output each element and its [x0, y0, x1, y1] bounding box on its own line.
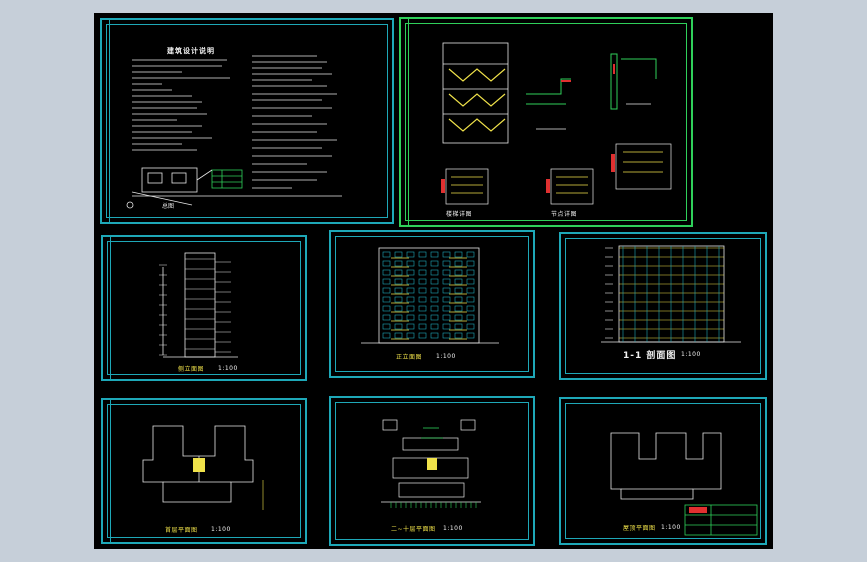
sheet-ground-plan[interactable]: 首层平面图 1:100	[101, 398, 307, 544]
title-strip	[102, 20, 110, 222]
sheet-front-elevation[interactable]: 正立面图 1:100	[329, 230, 535, 378]
sheet-inner-frame	[107, 404, 301, 538]
roof-plan-caption: 屋顶平面图	[623, 525, 656, 532]
sheet-inner-frame	[107, 241, 301, 375]
front-elevation-caption: 正立面图	[396, 354, 423, 361]
notes-linework: 总图	[126, 55, 342, 210]
sheet-side-elevation[interactable]: 侧立面图 1:100	[101, 235, 307, 381]
svg-text:总图: 总图	[162, 202, 174, 210]
sheet-roof-plan[interactable]: 屋顶平面图 1:100	[559, 397, 767, 545]
sheet-inner-frame	[565, 238, 761, 374]
title-strip	[401, 19, 409, 225]
detail-linework	[441, 42, 672, 205]
typical-plan-linework	[381, 419, 481, 508]
title-strip	[103, 237, 111, 379]
detail-label-b: 节点详图	[551, 211, 578, 218]
roof-plan-scale: 1:100	[661, 524, 681, 531]
sheet-inner-frame	[335, 402, 529, 540]
sheet-inner-frame	[405, 23, 687, 221]
sheet-inner-frame	[335, 236, 529, 372]
sheet-stair-details[interactable]: 楼梯详图 节点详图	[399, 17, 693, 227]
sheet-typical-plan[interactable]: 二~十层平面图 1:100	[329, 396, 535, 546]
detail-label-a: 楼梯详图	[446, 211, 473, 218]
side-elevation-linework	[159, 252, 238, 358]
sheet-section[interactable]: 1-1 剖面图 1:100	[559, 232, 767, 380]
title-strip	[103, 400, 111, 542]
side-elevation-scale: 1:100	[218, 365, 238, 372]
sheet-inner-frame	[565, 403, 761, 539]
typical-plan-caption: 二~十层平面图	[391, 526, 436, 533]
roof-plan-linework	[610, 432, 758, 536]
ground-plan-scale: 1:100	[211, 526, 231, 533]
typical-plan-scale: 1:100	[443, 525, 463, 532]
drawing-canvas[interactable]: 建筑设计说明	[94, 13, 773, 549]
front-elevation-linework	[361, 247, 499, 344]
sheet-inner-frame	[106, 24, 388, 218]
section-caption: 1-1 剖面图	[623, 351, 677, 361]
ground-plan-caption: 首层平面图	[165, 527, 198, 534]
notes-title: 建筑设计说明	[167, 47, 215, 55]
ground-plan-linework	[142, 425, 264, 510]
front-elevation-scale: 1:100	[436, 353, 456, 360]
side-elevation-caption: 侧立面图	[178, 366, 205, 373]
sheet-design-notes[interactable]: 建筑设计说明	[100, 18, 394, 224]
section-linework	[601, 245, 741, 343]
section-scale: 1:100	[681, 351, 701, 358]
